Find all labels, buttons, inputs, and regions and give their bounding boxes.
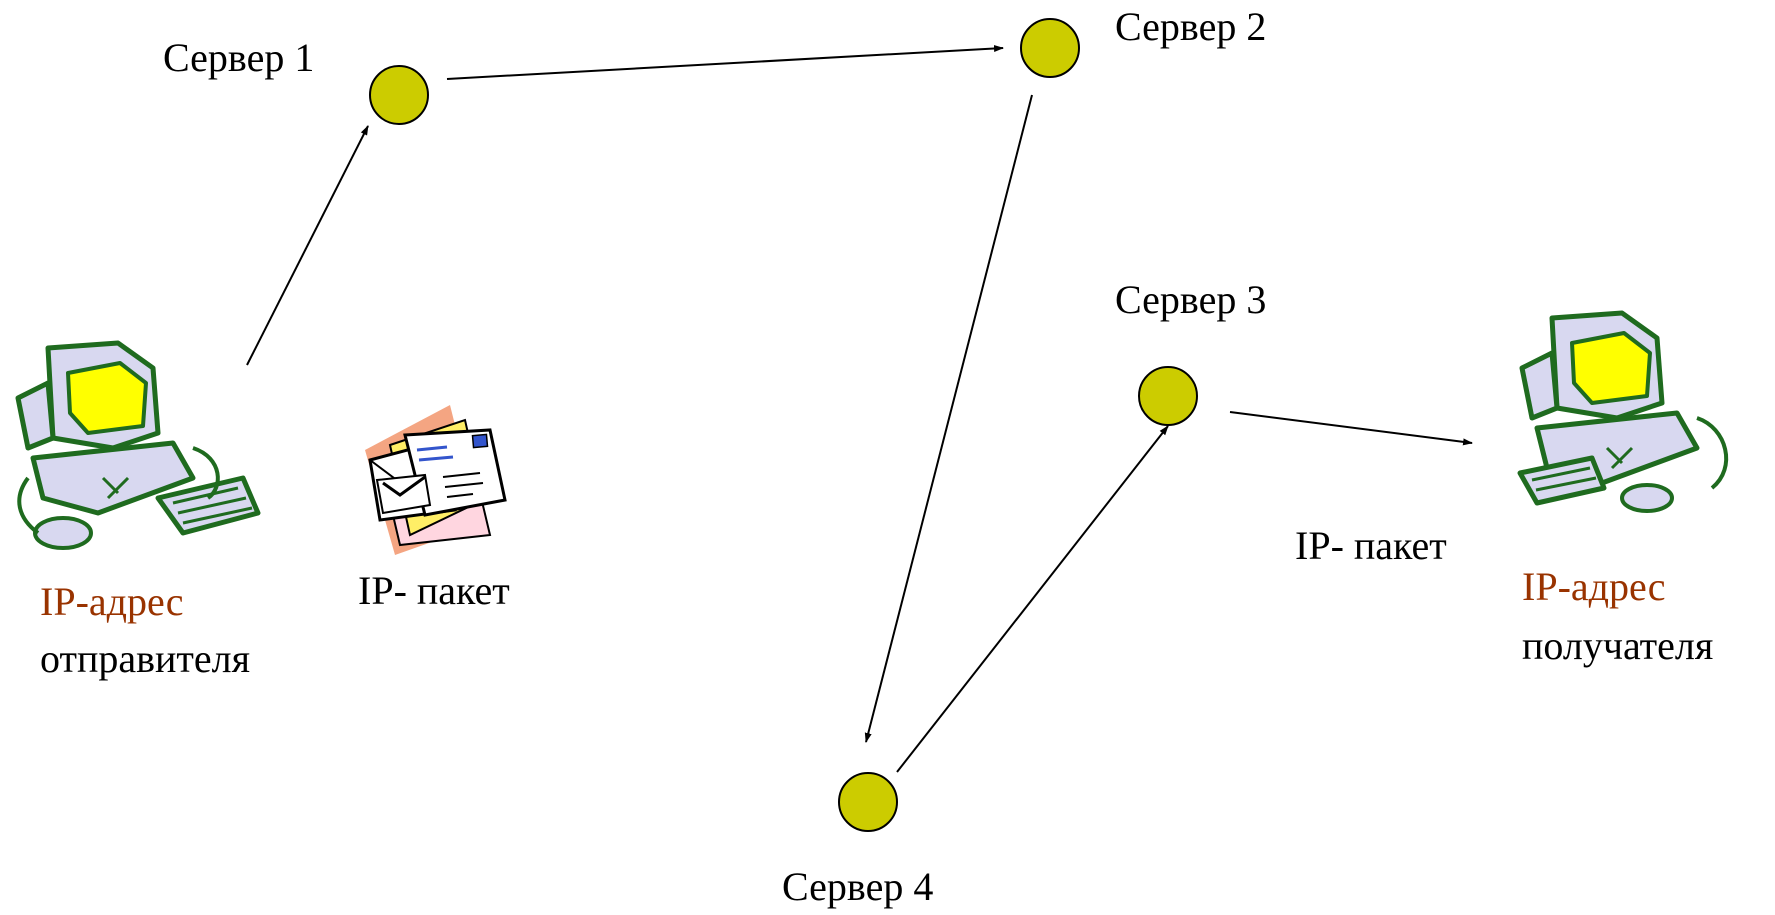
server-node-4 xyxy=(838,772,898,832)
edges xyxy=(246,45,1473,773)
server-nodes xyxy=(369,18,1198,832)
server-node-3 xyxy=(1138,366,1198,426)
edge-server2-to-server4 xyxy=(864,94,1033,743)
server-node-1 xyxy=(369,65,429,125)
server-3-label: Сервер 3 xyxy=(1115,277,1267,322)
receiver-computer-icon xyxy=(1517,310,1729,513)
server-node-2 xyxy=(1020,18,1080,78)
envelopes-icon xyxy=(365,405,507,555)
server-2-label: Сервер 2 xyxy=(1115,4,1267,49)
edge-server4-to-server3 xyxy=(896,425,1169,773)
server-4-label: Сервер 4 xyxy=(782,864,934,909)
sender-role-label: отправителя xyxy=(40,636,250,681)
edge-sender-to-server1 xyxy=(246,125,369,366)
packet-label-end: IP- пакет xyxy=(1295,523,1447,568)
edge-server1-to-server2 xyxy=(446,45,1004,80)
receiver-role-label: получателя xyxy=(1522,623,1714,668)
server-1-label: Сервер 1 xyxy=(163,35,315,80)
sender-computer-icon xyxy=(15,340,261,550)
receiver-ip-address-label: IP-адрес xyxy=(1522,564,1666,609)
edge-server3-to-receiver xyxy=(1229,411,1473,446)
sender-ip-address-label: IP-адрес xyxy=(40,579,184,624)
packet-label-start: IP- пакет xyxy=(358,568,510,613)
